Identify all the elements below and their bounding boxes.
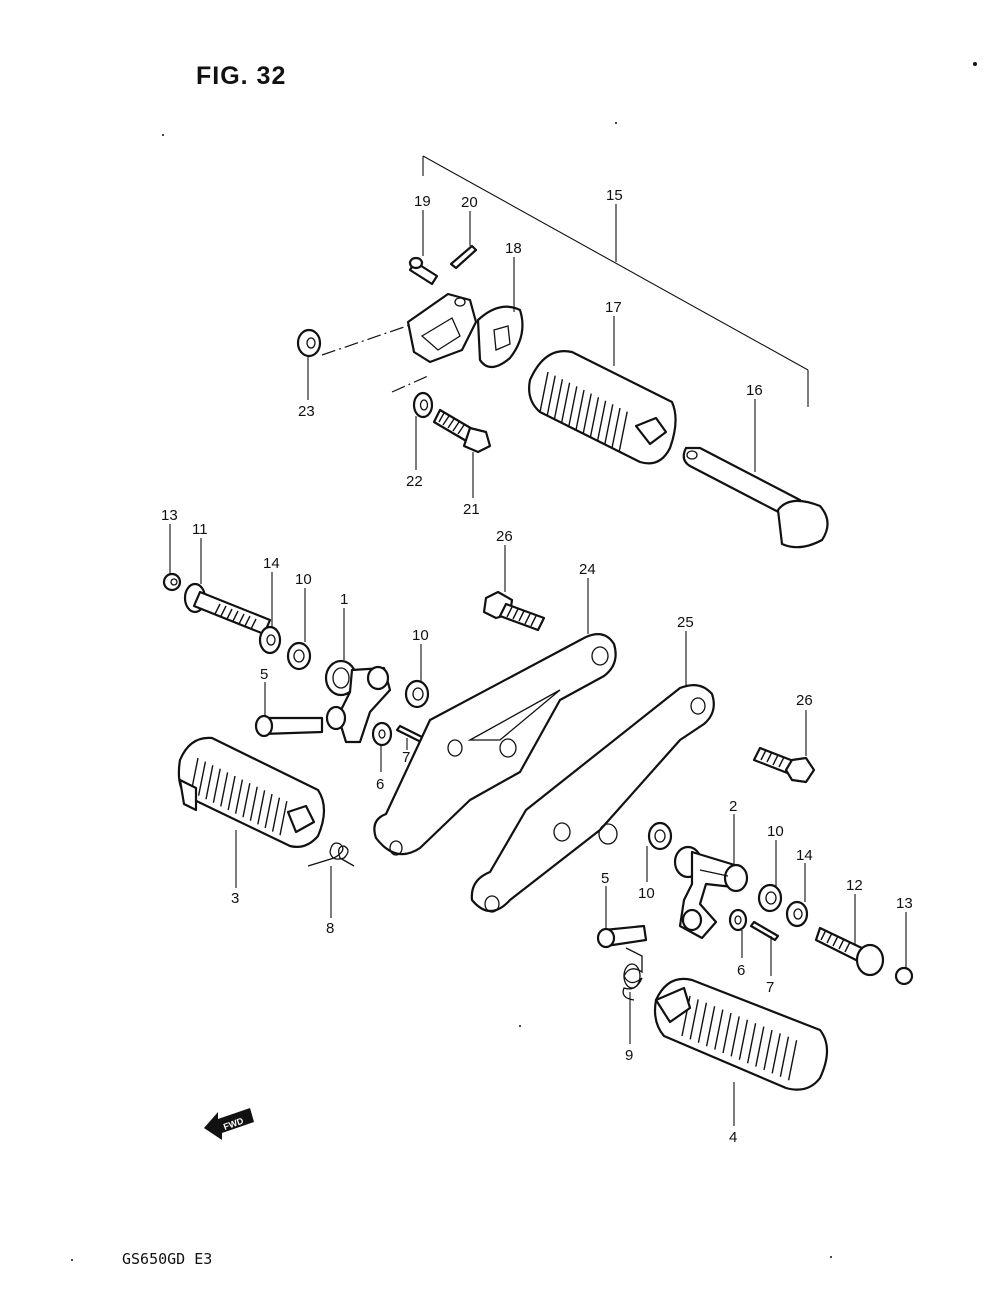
- forward-arrow-icon: FWD: [204, 1108, 254, 1140]
- part-12-bolt: [814, 926, 885, 977]
- callout-19: 19: [414, 193, 431, 210]
- callout-labels: 19 20 15 18 17 16 23 22 21 13 11 14 10 1…: [161, 187, 913, 1146]
- callout-22: 22: [406, 473, 423, 490]
- callout-18: 18: [505, 240, 522, 257]
- part-26-bolt-right: [752, 746, 816, 784]
- callout-16: 16: [746, 382, 763, 399]
- callout-8: 8: [326, 920, 334, 937]
- callout-5-right: 5: [601, 870, 609, 887]
- callout-6-left: 6: [376, 776, 384, 793]
- part-5-pin-right: [596, 924, 648, 949]
- callout-1: 1: [340, 591, 348, 608]
- callout-14-left: 14: [263, 555, 280, 572]
- callout-10-c: 10: [767, 823, 784, 840]
- part-17-footrest-rubber: [528, 350, 677, 465]
- part-19-pin: [408, 256, 439, 286]
- part-10-bushing-b: [404, 679, 430, 709]
- part-14-washer-left: [258, 625, 282, 655]
- callout-3: 3: [231, 890, 239, 907]
- part-25-footrest-plate: [470, 683, 715, 913]
- part-24-footrest-plate: [373, 633, 617, 856]
- callout-10-b: 10: [412, 627, 429, 644]
- part-6-washer-left: [371, 721, 393, 747]
- callout-20: 20: [461, 194, 478, 211]
- model-code: GS650GD E3: [122, 1250, 213, 1268]
- callout-26-right: 26: [796, 692, 813, 709]
- callout-24: 24: [579, 561, 596, 578]
- part-22-washer: [412, 391, 434, 419]
- part-20-cotter-pin: [449, 244, 478, 270]
- part-5-pin-left: [254, 714, 324, 738]
- part-11-bolt: [183, 582, 272, 636]
- part-16-footrest-pin: [682, 446, 829, 549]
- part-21-bolt: [432, 408, 492, 454]
- callout-11: 11: [192, 521, 208, 538]
- part-1-footrest-bracket: [324, 659, 392, 744]
- callout-12: 12: [846, 877, 863, 894]
- part-10-bushing-d: [757, 883, 783, 913]
- part-6-washer-right: [728, 908, 748, 932]
- part-8-spring: [307, 842, 355, 867]
- callout-7-left: 7: [402, 749, 410, 766]
- part-23-nut: [296, 328, 322, 358]
- callout-25: 25: [677, 614, 694, 631]
- part-26-bolt-upper: [482, 590, 546, 632]
- part-13-nut-right: [894, 966, 914, 986]
- leader-lines: [169, 204, 907, 1126]
- callout-6-right: 6: [737, 962, 745, 979]
- part-3-footrest-rubber: [177, 736, 326, 848]
- callout-14-right: 14: [796, 847, 813, 864]
- callout-5-left: 5: [260, 666, 268, 683]
- part-4-footrest-rubber: [653, 977, 829, 1091]
- callout-17: 17: [605, 299, 622, 316]
- callout-4: 4: [729, 1129, 737, 1146]
- callout-15: 15: [606, 187, 623, 204]
- callout-26-upper: 26: [496, 528, 513, 545]
- part-10-bushing-c: [647, 821, 673, 851]
- part-7-cotter-pin-right: [749, 920, 780, 942]
- callout-10-a: 10: [295, 571, 312, 588]
- figure-title: FIG. 32: [196, 62, 287, 90]
- callout-9: 9: [625, 1047, 633, 1064]
- part-13-nut-left: [162, 572, 182, 592]
- part-footrest-bracket: [406, 292, 478, 364]
- callout-2: 2: [729, 798, 737, 815]
- callout-21: 21: [463, 501, 480, 518]
- assembly-bracket-lines: [422, 155, 809, 407]
- callout-10-d: 10: [638, 885, 655, 902]
- part-10-bushing-a: [286, 641, 312, 671]
- part-2-footrest-bracket: [673, 845, 749, 940]
- part-9-spring: [622, 947, 643, 1001]
- callout-23: 23: [298, 403, 315, 420]
- part-18-plate: [476, 305, 524, 369]
- callout-13-right: 13: [896, 895, 913, 912]
- callout-13-left: 13: [161, 507, 178, 524]
- part-14-washer-right: [785, 900, 809, 928]
- callout-7-right: 7: [766, 979, 774, 996]
